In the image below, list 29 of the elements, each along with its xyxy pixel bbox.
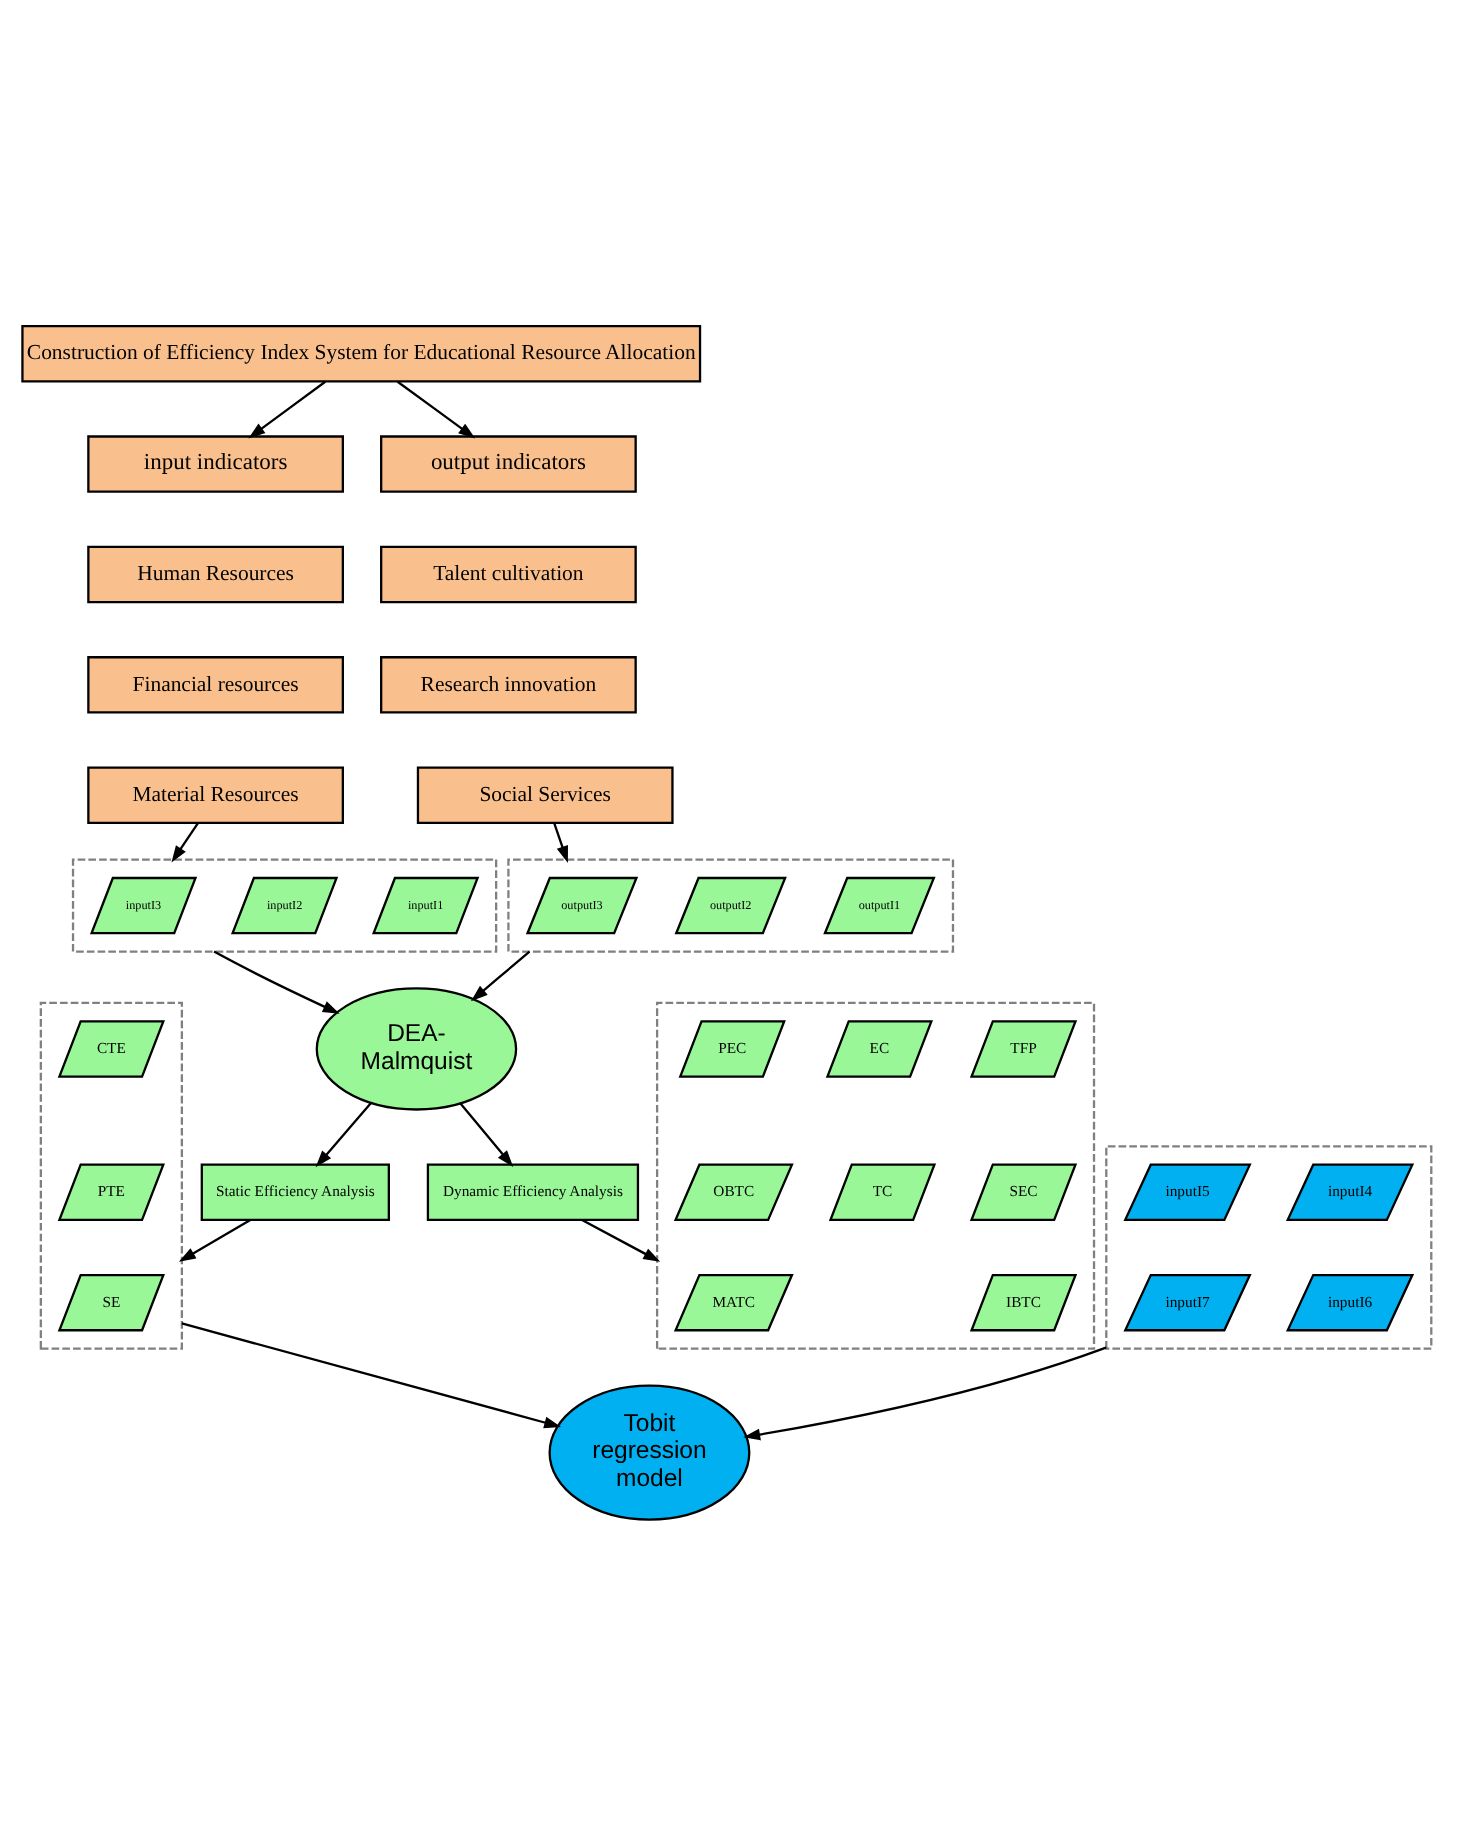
cluster [507, 857, 955, 952]
arrow [248, 379, 326, 438]
arrow [743, 1345, 1107, 1440]
node-box: Research innovation [380, 655, 637, 713]
cluster [1105, 1144, 1433, 1349]
arrow [171, 821, 199, 862]
arrow [396, 379, 476, 438]
cluster [39, 1000, 184, 1349]
node-box: Talent cultivation [380, 544, 637, 603]
arrow [470, 949, 531, 1001]
arrow [213, 949, 340, 1013]
node-box: output indicators [380, 434, 637, 492]
cluster [71, 857, 498, 952]
arrow [315, 1101, 372, 1167]
node-box: Static Efficiency Analysis [200, 1162, 390, 1221]
node-box: Dynamic Efficiency Analysis [426, 1162, 640, 1221]
node-box: Material Resources [87, 765, 344, 823]
arrow [178, 1218, 251, 1261]
node-box: Construction of Efficiency Index System for Educational Resource Allocation [21, 324, 702, 382]
arrow [581, 1218, 661, 1261]
node-box: input indicators [87, 434, 344, 492]
node-box: Financial resources [87, 655, 344, 713]
arrow [459, 1101, 514, 1167]
cluster [655, 1000, 1096, 1349]
node-box: Social Services [416, 765, 674, 823]
node-ellipse: Tobit regression model [548, 1383, 751, 1520]
arrow [553, 821, 568, 862]
node-box: Human Resources [87, 544, 344, 603]
arrow [181, 1321, 562, 1428]
